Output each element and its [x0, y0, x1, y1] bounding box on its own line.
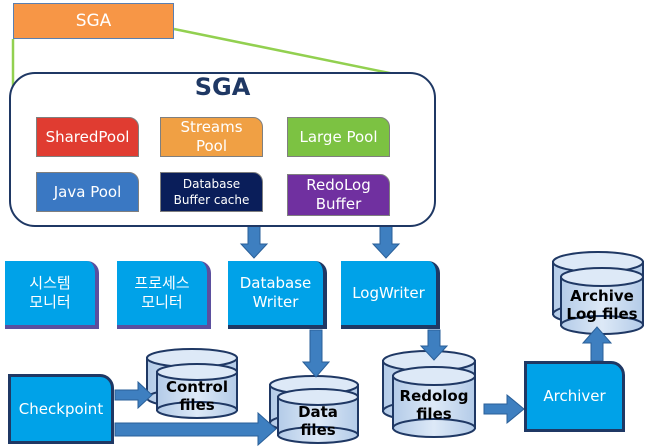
db-buffer-cache-box: Database Buffer cache [160, 172, 263, 212]
arrow-logwriter-to-redolog [419, 329, 449, 361]
large-pool-box: Large Pool [287, 117, 390, 157]
archiver-box: Archiver [524, 361, 625, 432]
system-monitor-box: 시스템 모니터 [5, 261, 99, 329]
archive-log-files-cylinder [552, 251, 644, 335]
archive-log-files-label: Archive Log files [566, 287, 638, 323]
arrow-archiver-to-archive [581, 326, 613, 362]
data-files-label: Data files [298, 403, 338, 439]
control-files-label: Control files [165, 378, 228, 414]
checkpoint-box: Checkpoint [8, 374, 114, 444]
arrow-checkpoint-to-control [114, 380, 153, 410]
java-pool-box: Java Pool [36, 172, 139, 212]
database-writer-box: Database Writer [228, 261, 327, 329]
log-writer-box: LogWriter [341, 261, 440, 329]
sga-tab-label: SGA [13, 3, 174, 39]
sga-zoom-connector [11, 27, 415, 86]
control-files-cylinder [146, 348, 238, 419]
shared-pool-box: SharedPool [36, 117, 139, 157]
data-files-cylinder [269, 375, 359, 444]
redolog-buffer-box: RedoLog Buffer [287, 174, 390, 216]
arrow-dbwriter-to-datafiles [301, 329, 331, 378]
redolog-files-label: Redolog files [399, 387, 469, 423]
process-monitor-box: 프로세스 모니터 [117, 261, 211, 329]
streams-pool-box: Streams Pool [160, 117, 263, 157]
sga-title: SGA [194, 73, 251, 101]
redolog-files-cylinder [382, 350, 476, 438]
arrow-redolog-to-archiver [483, 393, 525, 425]
arrow-checkpoint-to-datafiles [114, 411, 277, 447]
